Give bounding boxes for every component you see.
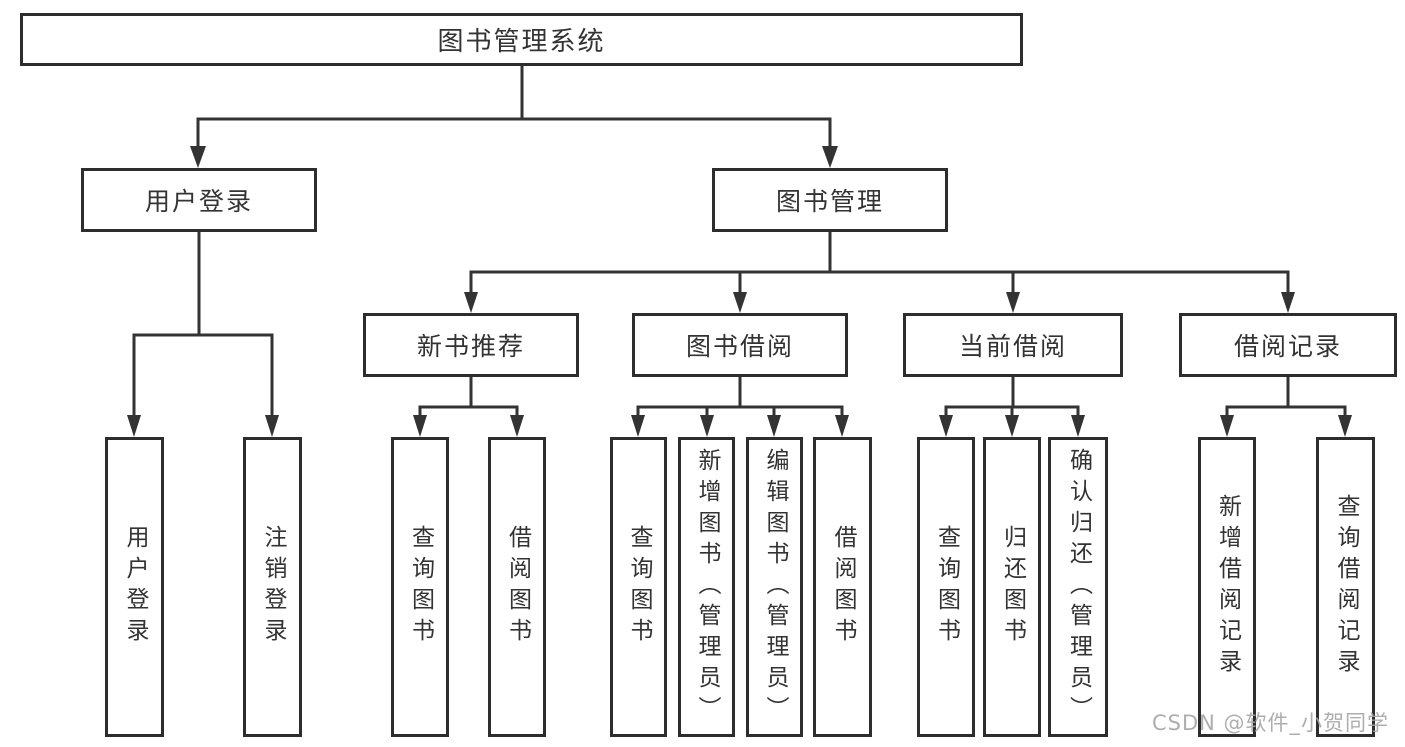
node-book-borrow-label: 图书借阅 [685, 332, 794, 361]
node-new-book-rec-label: 新书推荐 [416, 332, 525, 361]
node-current-borrow: 当前借阅 [903, 313, 1123, 377]
arrowhead-book-borrow [733, 292, 747, 313]
leaf-cb-confirm: 确认归还（管理员） [1048, 437, 1108, 737]
leaf-bb-borrow-label: 借阅图书 [830, 525, 856, 649]
leaf-bb-query-label: 查询图书 [626, 525, 652, 649]
leaf-user-login: 用户登录 [105, 437, 164, 737]
arrowhead-br-query [1338, 415, 1352, 437]
node-user-login-label: 用户登录 [144, 187, 253, 216]
arrowhead-user-login [190, 146, 206, 168]
arrowhead-book-mgmt [822, 146, 838, 168]
leaf-bb-query: 查询图书 [610, 437, 667, 737]
arrowhead-leaf-logout [265, 415, 279, 437]
leaf-br-query-label: 查询借阅记录 [1333, 494, 1359, 680]
leaf-cb-return: 归还图书 [983, 437, 1041, 737]
arrowhead-bb-edit [767, 415, 781, 437]
arrowhead-leaf-user-login [127, 415, 141, 437]
leaf-br-query: 查询借阅记录 [1316, 437, 1375, 737]
leaf-cb-return-label: 归还图书 [999, 525, 1026, 649]
node-root: 图书管理系统 [20, 13, 1023, 66]
arrowhead-cb-return [1005, 415, 1019, 437]
leaf-cb-query: 查询图书 [917, 437, 975, 737]
node-book-mgmt: 图书管理 [712, 168, 948, 232]
leaf-logout-label: 注销登录 [260, 525, 286, 649]
leaf-nbr-borrow-label: 借阅图书 [504, 525, 531, 649]
arrowhead-new-book-rec [464, 292, 478, 313]
csdn-watermark: CSDN @软件_小贺同学 [1152, 711, 1390, 735]
leaf-cb-confirm-label: 确认归还（管理员） [1065, 447, 1092, 727]
leaf-bb-add: 新增图书（管理员） [678, 437, 735, 737]
node-user-login: 用户登录 [81, 168, 317, 232]
leaf-nbr-borrow: 借阅图书 [488, 437, 546, 737]
leaf-bb-edit: 编辑图书（管理员） [746, 437, 803, 737]
arrowhead-borrow-record [1281, 292, 1295, 313]
arrowhead-br-add [1220, 415, 1234, 437]
leaf-cb-query-label: 查询图书 [933, 525, 960, 649]
arrowhead-current-borrow [1006, 292, 1020, 313]
arrowhead-bb-query [631, 415, 645, 437]
node-current-borrow-label: 当前借阅 [958, 332, 1067, 361]
leaf-bb-edit-label: 编辑图书（管理员） [762, 447, 788, 727]
leaf-br-add-label: 新增借阅记录 [1214, 494, 1241, 680]
arrowhead-cb-query [939, 415, 953, 437]
leaf-nbr-query-label: 查询图书 [407, 525, 434, 649]
leaf-logout: 注销登录 [243, 437, 302, 737]
leaf-bb-borrow: 借阅图书 [813, 437, 872, 737]
node-book-borrow: 图书借阅 [632, 313, 848, 377]
node-borrow-record: 借阅记录 [1179, 313, 1397, 377]
arrowhead-cb-confirm [1071, 415, 1085, 437]
node-book-mgmt-label: 图书管理 [775, 187, 884, 216]
arrowhead-nbr-borrow [510, 415, 524, 437]
node-root-label: 图书管理系统 [437, 27, 606, 57]
arrowhead-bb-borrow [835, 415, 849, 437]
leaf-user-login-label: 用户登录 [122, 525, 148, 649]
node-new-book-rec: 新书推荐 [363, 313, 579, 377]
node-borrow-record-label: 借阅记录 [1233, 332, 1342, 361]
leaf-nbr-query: 查询图书 [391, 437, 449, 737]
leaf-br-add: 新增借阅记录 [1198, 437, 1256, 737]
leaf-bb-add-label: 新增图书（管理员） [694, 447, 720, 727]
arrowhead-nbr-query [413, 415, 427, 437]
arrowhead-bb-add [700, 415, 714, 437]
